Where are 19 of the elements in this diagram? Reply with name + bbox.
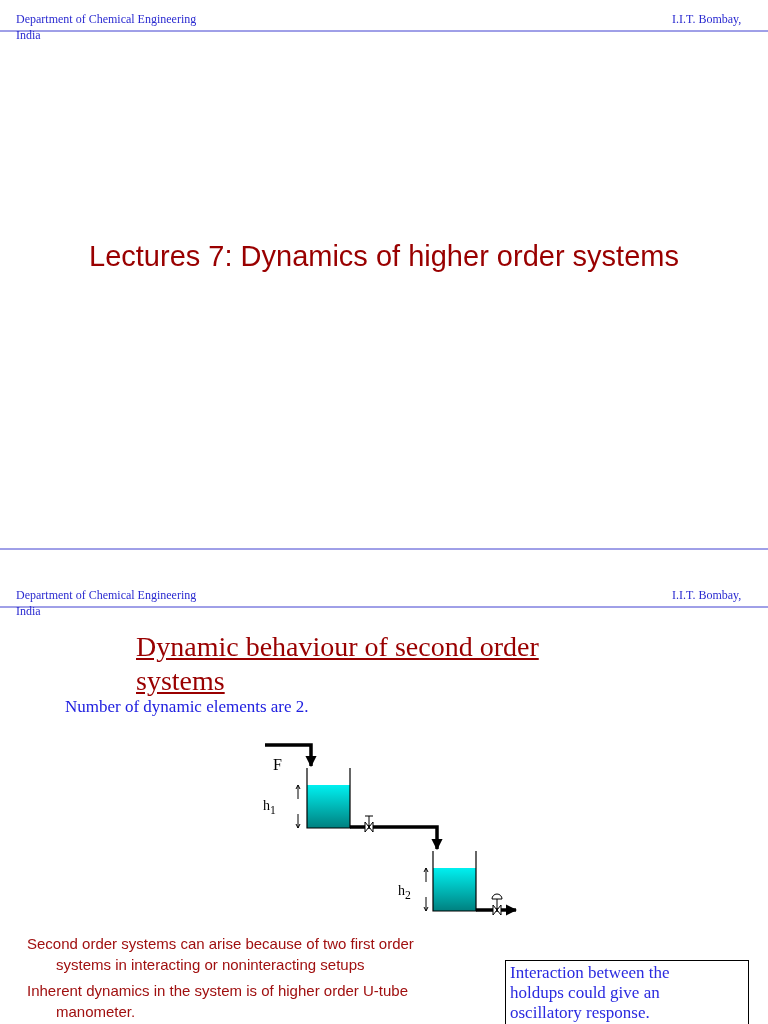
note-text: Interaction between the holdups could give an oscillatory response. <box>510 963 671 1023</box>
bullet-text: Second order systems can arise because of two first order systems in interacting or noninteracting setups <box>27 934 415 975</box>
flow-label: F <box>273 756 283 774</box>
slide-heading: Dynamic behaviour of second order systems <box>136 630 540 698</box>
pipe-arrow <box>350 825 443 851</box>
bullet-text: Inherent dynamics in the system is of higher order U-tube manometer. <box>27 981 409 1022</box>
header-text: I.I.T. Bombay, <box>672 11 743 27</box>
header-text: Department of Chemical Engineering India <box>16 587 198 619</box>
level-label: h$_{2}$ <box>398 883 412 902</box>
slide-title: Lectures 7: Dynamics of higher order systems <box>88 240 680 273</box>
header-text: I.I.T. Bombay, <box>672 587 743 603</box>
pipe-arrow <box>265 743 317 768</box>
pipe-arrow <box>476 904 518 916</box>
note-box <box>505 960 749 1024</box>
body-text: Number of dynamic elements are 2. <box>65 697 310 717</box>
tank-drawing <box>306 767 351 829</box>
level-label: h$_{1}$ <box>263 798 277 817</box>
header-text: Department of Chemical Engineering India <box>16 11 198 43</box>
tank-drawing <box>432 850 477 912</box>
